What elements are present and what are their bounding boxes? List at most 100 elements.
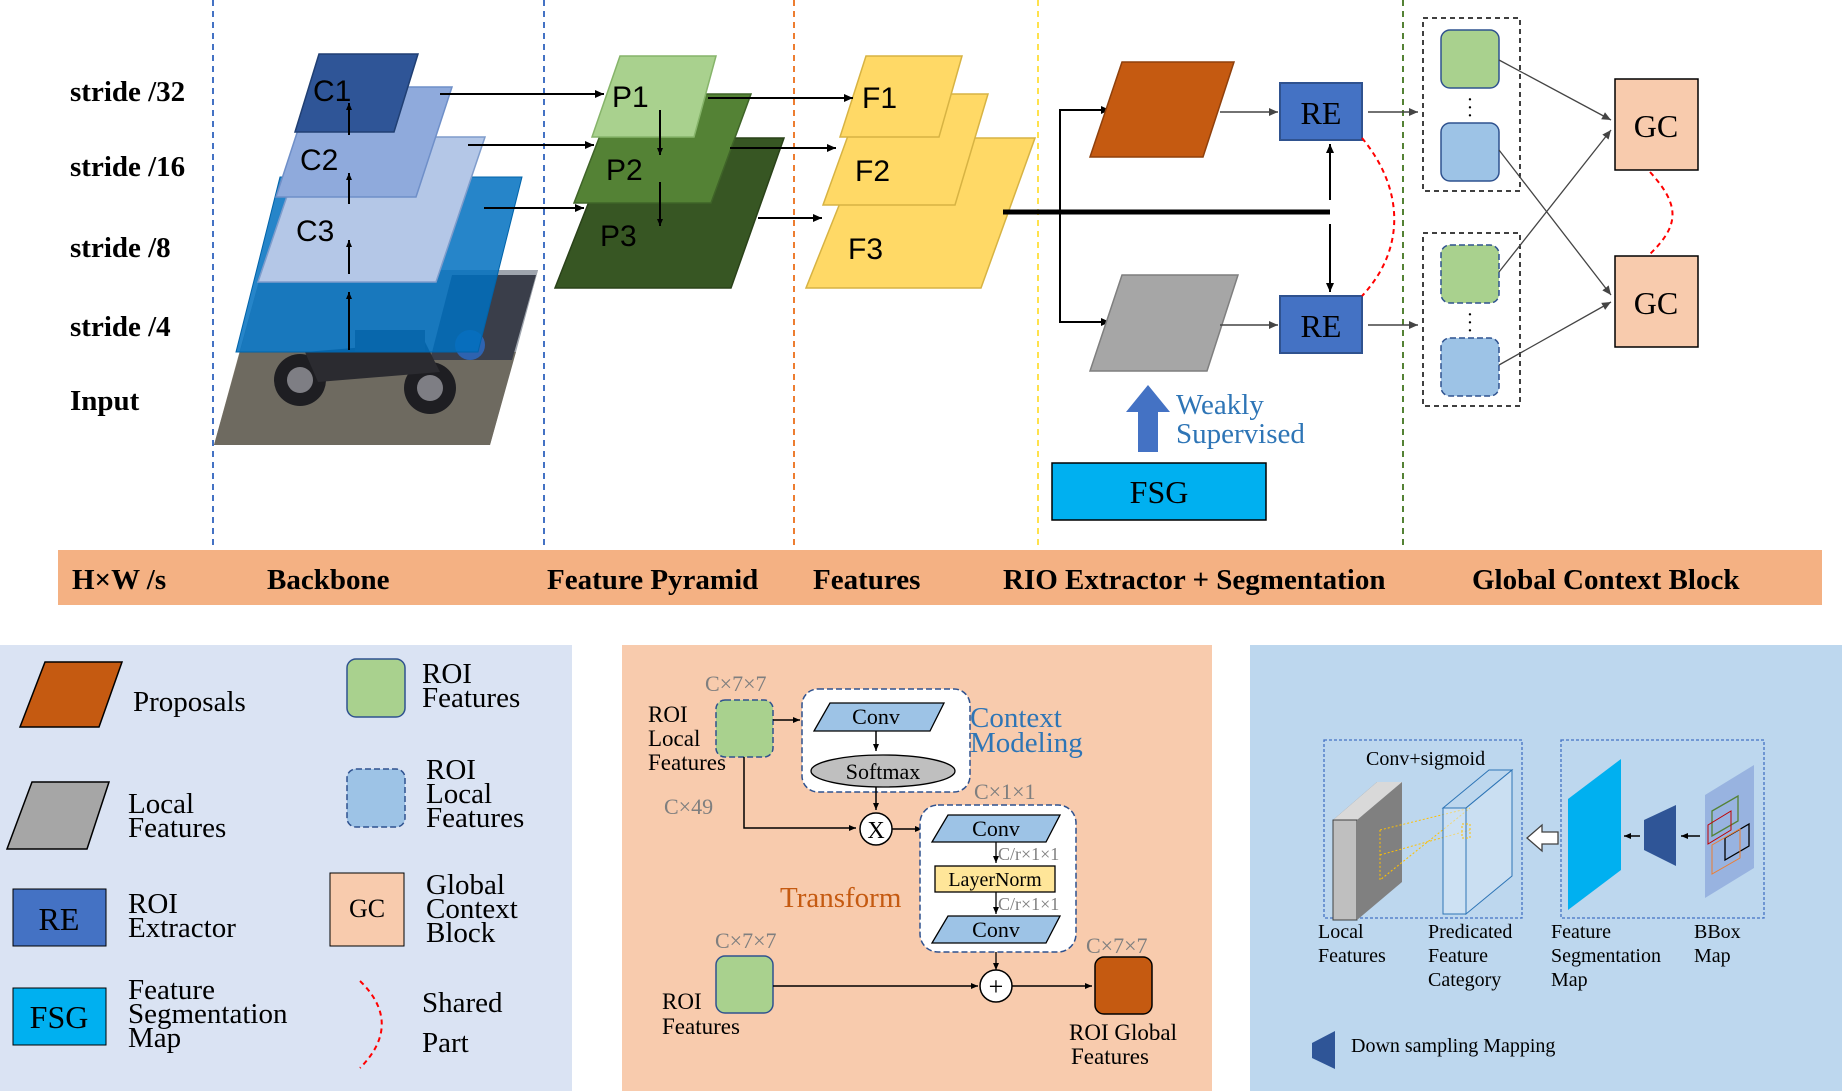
- t-context-2: Modeling: [970, 727, 1083, 759]
- svg-text:·: ·: [1467, 320, 1474, 342]
- t-roi-local-2: Local: [648, 726, 700, 751]
- fsg-bbox-1: BBox: [1694, 921, 1741, 943]
- weakly-arrow: [1126, 385, 1170, 452]
- fsg-label: FSG: [1130, 474, 1189, 510]
- weakly-label: Weakly: [1176, 389, 1264, 421]
- gc-top-label: GC: [1634, 108, 1678, 144]
- re-bottom-label: RE: [1301, 308, 1342, 344]
- fsg-conv-sigmoid: Conv+sigmoid: [1366, 748, 1485, 770]
- t-conv1: [812, 702, 946, 732]
- legend-roi-text-1: ROI: [422, 658, 472, 690]
- p2-label: P2: [606, 154, 643, 187]
- stride-4-label: stride /4: [70, 311, 171, 343]
- t-c49: C×49: [664, 794, 713, 819]
- legend-gc-text-3: Block: [426, 917, 496, 949]
- legend-re-box: [12, 888, 107, 947]
- stage-gcb: Global Context Block: [1472, 564, 1740, 596]
- t-roi-local-1: ROI: [648, 702, 688, 727]
- fsg-fsm-1: Feature: [1551, 921, 1611, 943]
- p3-label: P3: [600, 220, 637, 253]
- fsg-bbox-2: Map: [1694, 945, 1731, 967]
- t-transform-label: Transform: [780, 882, 902, 914]
- stage-band: [58, 550, 1822, 605]
- c3-label: C3: [296, 215, 334, 248]
- legend-roi-local-box: [346, 768, 406, 828]
- legend-gc-text-2: Context: [426, 893, 518, 925]
- svg-text:·: ·: [1467, 89, 1474, 111]
- svg-text:·: ·: [1467, 97, 1474, 119]
- roi-group-bottom: [1422, 232, 1521, 407]
- fsg-down-mapping: [1644, 805, 1676, 866]
- legend-fsg-text-2: Segmentation: [128, 998, 288, 1030]
- gc-box-bottom: [1614, 255, 1699, 348]
- transform-panel: C×7×7 ROI Local Features C×49 Conv Softm…: [622, 645, 1212, 1091]
- legend-local-shape: [5, 781, 111, 850]
- svg-text:·: ·: [1467, 105, 1474, 127]
- re-box-top: [1279, 82, 1363, 141]
- c1-layer: [293, 53, 420, 133]
- legend-roi-text-2: Features: [422, 682, 520, 714]
- t-layernorm-label: LayerNorm: [948, 869, 1042, 891]
- t-conv3-label: Conv: [972, 917, 1020, 942]
- legend-panel: Proposals Local Features RE ROI Extracto…: [0, 645, 572, 1091]
- c1-label: C1: [313, 75, 351, 108]
- input-label: Input: [70, 385, 140, 417]
- fsg-local-2: Features: [1318, 945, 1386, 967]
- fsg-local-1: Local: [1318, 921, 1364, 943]
- t-conv3: [930, 915, 1062, 944]
- legend-shared-text-2: Part: [422, 1027, 469, 1059]
- legend-local-text-2: Features: [128, 812, 226, 844]
- legend-fsg-abbr: FSG: [30, 999, 89, 1035]
- t-c11: C×1×1: [974, 779, 1036, 804]
- f1-label: F1: [862, 82, 897, 115]
- legend-roi-local-text-3: Features: [426, 802, 524, 834]
- stage-hw: H×W /s: [72, 564, 166, 596]
- proposals-shape: [1088, 61, 1236, 158]
- t-global-box: [1094, 956, 1153, 1015]
- pipeline: stride /32 stride /16 stride /8 stride /…: [58, 0, 1822, 605]
- t-c77-a: C×7×7: [705, 671, 767, 696]
- legend-shared-text-1: Shared: [422, 987, 503, 1019]
- t-roi-local-box: [715, 699, 774, 758]
- stride-8-label: stride /8: [70, 232, 171, 264]
- f2-label: F2: [855, 155, 890, 188]
- t-softmax: [810, 754, 956, 788]
- t-global-1: ROI Global: [1069, 1020, 1177, 1045]
- t-softmax-label: Softmax: [846, 759, 921, 784]
- fsg-local-cuboid: [1332, 819, 1358, 921]
- t-c77-c: C×7×7: [1086, 933, 1148, 958]
- legend-fsg-text-1: Feature: [128, 974, 215, 1006]
- fsg-seg-map: [1568, 759, 1621, 910]
- stage-pyramid: Feature Pyramid: [547, 564, 758, 596]
- stage-features: Features: [813, 564, 920, 596]
- t-multiply-label: X: [867, 818, 884, 844]
- t-global-2: Features: [1071, 1044, 1149, 1069]
- stage-backbone: Backbone: [267, 564, 390, 596]
- fsg-fsm-3: Map: [1551, 969, 1588, 991]
- gc-bottom-label: GC: [1634, 285, 1678, 321]
- t-conv1-label: Conv: [852, 704, 900, 729]
- roi-local-bottom: [1440, 337, 1500, 397]
- gc-box-top: [1614, 78, 1699, 171]
- legend-re-text-2: Extractor: [128, 912, 236, 944]
- fsg-pred-1: Predicated: [1428, 921, 1512, 943]
- legend-proposals-shape: [18, 661, 124, 728]
- legend-roi-box: [346, 658, 406, 718]
- t-cr-b: C/r×1×1: [998, 894, 1059, 914]
- fsg-fsm-2: Segmentation: [1551, 945, 1661, 967]
- local-features-shape: [1088, 274, 1240, 372]
- t-roi-local-3: Features: [648, 750, 726, 775]
- fsg-pred-3: Category: [1428, 969, 1501, 991]
- f3-label: F3: [848, 233, 883, 266]
- f1-layer: [838, 55, 963, 138]
- legend-re-abbr: RE: [39, 901, 80, 937]
- t-plus-label: +: [989, 972, 1004, 1001]
- legend-roi-local-text-2: Local: [426, 778, 492, 810]
- t-roi-2: Features: [662, 1014, 740, 1039]
- roi-local-top: [1440, 122, 1500, 182]
- svg-text:·: ·: [1467, 304, 1474, 326]
- t-cr-a: C/r×1×1: [998, 844, 1059, 864]
- legend-re-text-1: ROI: [128, 888, 178, 920]
- p1-label: P1: [612, 81, 649, 114]
- t-context-1: Context: [970, 702, 1062, 734]
